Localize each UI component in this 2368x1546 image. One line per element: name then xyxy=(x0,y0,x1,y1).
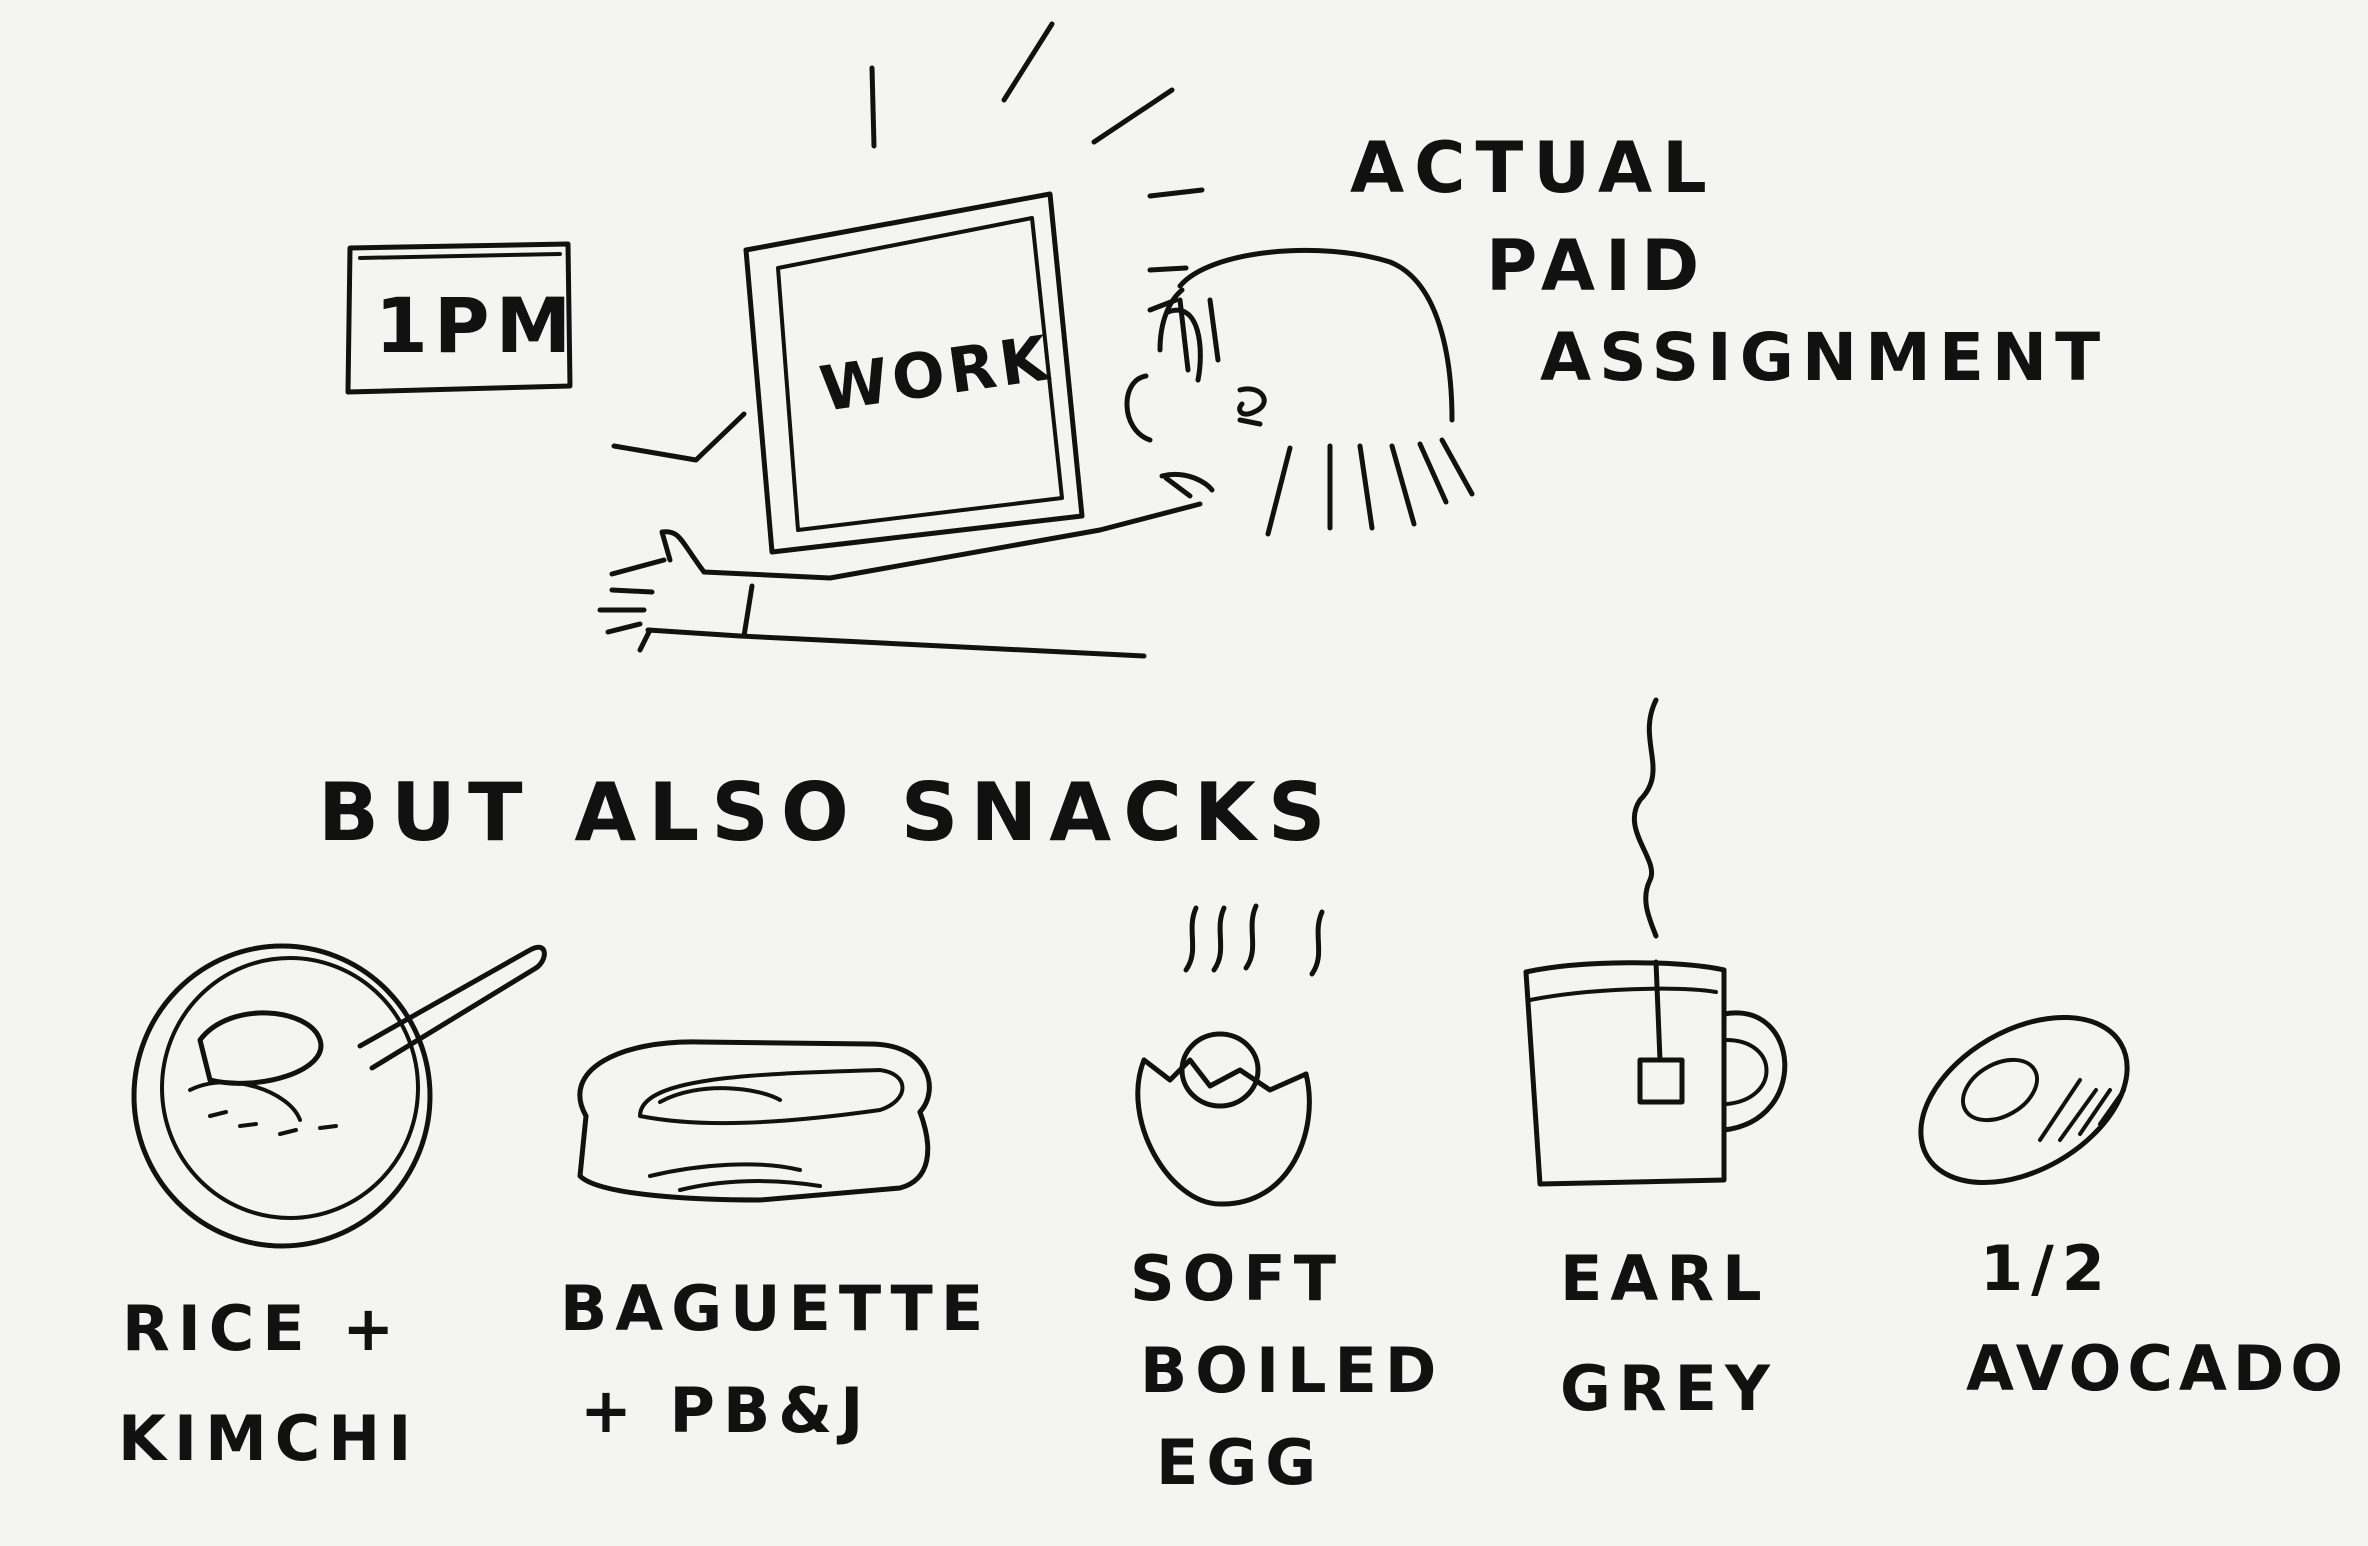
tea-label-line-2: GREY xyxy=(1560,1352,1778,1425)
assignment-note: ACTUAL PAID ASSIGNMENT xyxy=(1350,127,2108,396)
egg-label-line-1: SOFT xyxy=(1130,1242,1344,1315)
assignment-note-line-2: PAID xyxy=(1486,225,1709,307)
rice-label-line-2: KIMCHI xyxy=(118,1402,419,1475)
snack-label-avocado: 1/2 AVOCADO xyxy=(1966,1232,2349,1405)
egg-label-line-3: EGG xyxy=(1156,1426,1324,1499)
egg-label-line-2: BOILED xyxy=(1140,1334,1444,1407)
egg-icon xyxy=(1135,903,1325,1207)
snack-label-egg: SOFT BOILED EGG xyxy=(1130,1242,1444,1499)
snack-label-tea: EARL GREY xyxy=(1560,1242,1778,1425)
baguette-label-line-1: BAGUETTE xyxy=(560,1272,991,1345)
avocado-label-line-2: AVOCADO xyxy=(1966,1332,2349,1405)
snack-label-baguette: BAGUETTE + PB&J xyxy=(560,1272,991,1447)
time-badge-label: 1PM xyxy=(375,281,577,370)
assignment-note-line-3: ASSIGNMENT xyxy=(1540,319,2108,396)
avocado-label-line-1: 1/2 xyxy=(1980,1232,2113,1305)
baguette-label-line-2: + PB&J xyxy=(580,1374,871,1447)
person-arms-icon xyxy=(597,411,1203,659)
tea-mug-icon xyxy=(1523,697,1788,1187)
time-badge: 1PM xyxy=(345,241,577,395)
rice-label-line-1: RICE + xyxy=(122,1292,402,1365)
burst-lines-icon xyxy=(869,21,1205,199)
person-head-icon xyxy=(1124,247,1475,537)
rice-bowl-icon xyxy=(131,943,547,1249)
assignment-note-line-1: ACTUAL xyxy=(1350,127,1717,209)
snacks-heading: BUT ALSO SNACKS xyxy=(318,766,1338,859)
laptop-icon: WORK xyxy=(743,191,1085,555)
avocado-icon xyxy=(1918,1014,2130,1186)
baguette-icon xyxy=(577,1039,932,1203)
laptop-screen-text: WORK xyxy=(815,321,1056,426)
tea-label-line-1: EARL xyxy=(1560,1242,1770,1315)
snack-label-rice: RICE + KIMCHI xyxy=(118,1292,419,1475)
